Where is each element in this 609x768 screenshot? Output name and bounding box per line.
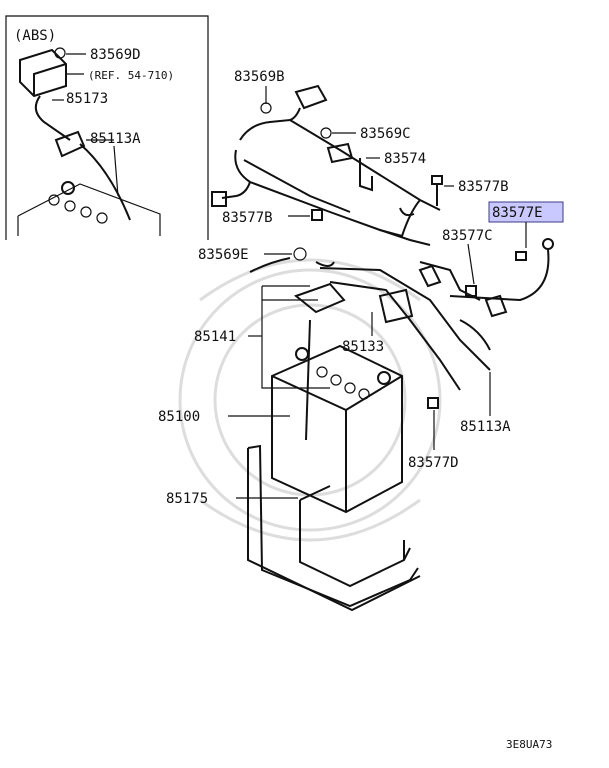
fuse-connector	[418, 264, 442, 288]
inset-title: (ABS)	[14, 28, 56, 44]
label-83577B-left-group: 83577B	[222, 209, 323, 226]
label-85113A-inset[interactable]: 85113A	[90, 131, 141, 147]
nut-icon	[54, 47, 66, 59]
positive-terminal-cover	[378, 288, 414, 324]
label-83569C-group: 83569C	[320, 126, 411, 142]
nut-icon	[293, 247, 307, 261]
hold-down-clamp	[293, 282, 346, 314]
battery-tray: 85175	[166, 444, 421, 612]
label-85113A-main[interactable]: 85113A	[460, 419, 511, 435]
label-83569B[interactable]: 83569B	[234, 69, 285, 85]
label-85173[interactable]: 85173	[66, 91, 108, 107]
battery-terminal	[54, 130, 86, 158]
harness-connector-top	[294, 84, 328, 110]
label-85133[interactable]: 85133	[342, 339, 384, 355]
label-83569E-group: 83569E	[198, 247, 335, 273]
bolt-icon	[311, 209, 323, 221]
battery-partial	[17, 183, 161, 236]
abs-cable	[34, 95, 71, 141]
label-85113A-main-group: 85113A	[460, 372, 511, 435]
label-85100[interactable]: 85100	[158, 409, 200, 425]
ref-note: (REF. 54-710)	[88, 69, 174, 82]
label-83577B-right-group: 83577B	[431, 175, 509, 206]
footer-code: 3E8UA73	[506, 738, 552, 751]
bracket-icon	[359, 158, 373, 192]
label-83577D[interactable]: 83577D	[408, 455, 459, 471]
inset-border	[5, 15, 209, 240]
label-83574-group: 83574	[359, 151, 426, 192]
battery-cables	[293, 261, 508, 391]
bolt-icon	[515, 251, 527, 261]
nut-icon	[320, 127, 332, 139]
label-83569C[interactable]: 83569C	[360, 126, 411, 142]
bolt-icon	[431, 175, 443, 185]
label-85141[interactable]: 85141	[194, 329, 236, 345]
hold-down-rod	[305, 319, 311, 441]
label-83577E[interactable]: 83577E	[492, 205, 543, 221]
battery-cable	[79, 143, 131, 221]
label-83577C[interactable]: 83577C	[442, 228, 493, 244]
connector-icon	[211, 191, 227, 207]
label-85175[interactable]: 85175	[166, 491, 208, 507]
abs-inset: (ABS) 83569D (REF. 54-710) 85173 85113A	[5, 15, 209, 240]
bolt-icon	[427, 397, 439, 409]
label-83577B-right[interactable]: 83577B	[458, 179, 509, 195]
label-83569B-group: 83569B	[234, 69, 285, 114]
ground-terminal-icon	[542, 238, 554, 250]
nut-icon	[260, 102, 272, 114]
label-83569E[interactable]: 83569E	[198, 247, 249, 263]
main-battery: 85100	[158, 344, 403, 514]
label-83577D-group: 83577D	[408, 397, 459, 471]
label-83577E-group: 83577E	[449, 201, 564, 302]
label-85141-group: 85141	[194, 285, 330, 441]
label-83577C-group: 83577C	[442, 228, 493, 297]
label-83574[interactable]: 83574	[384, 151, 426, 167]
label-83569D[interactable]: 83569D	[90, 47, 141, 63]
label-83577B-left[interactable]: 83577B	[222, 210, 273, 226]
abs-relay-box	[19, 48, 67, 98]
